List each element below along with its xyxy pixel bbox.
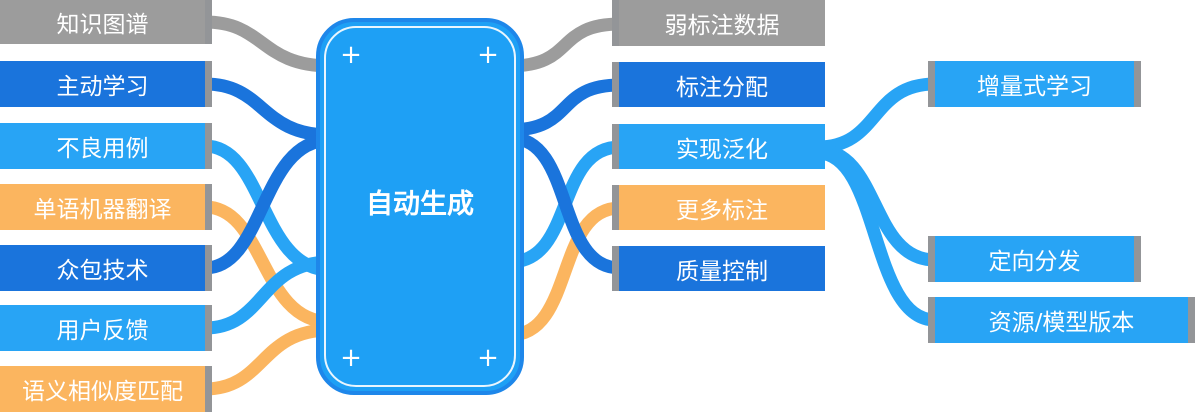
node-label: 更多标注 [676,197,768,224]
flow-more-label [509,201,621,342]
node-label: 众包技术 [56,258,149,284]
node-generalization: 实现泛化 [612,124,825,169]
plus-icon-top-left: + [340,40,362,70]
node-semantic-similarity: 语义相似度匹配 [0,366,212,412]
node-targeted-distribution: 定向分发 [928,236,1141,282]
node-knowledge-graph: 知识图谱 [0,0,212,44]
flow-user-feedback [204,255,331,335]
node-label: 不良用例 [56,136,149,162]
flow-crowdsourcing [204,133,331,275]
flow-knowledge-graph [204,15,331,73]
flow-weak-label [509,17,621,73]
node-label: 弱标注数据 [664,13,780,39]
plus-icon-bottom-left: + [340,343,362,373]
node-label: 实现泛化 [676,136,768,163]
node-crowdsourcing: 众包技术 [0,245,212,291]
plus-icon-top-right: + [477,40,499,70]
center-node: 自动生成 [316,18,524,395]
node-label: 质量控制 [676,258,768,285]
flow-assign [509,78,621,137]
node-label: 主动学习 [56,74,149,100]
node-incremental-learning: 增量式学习 [928,61,1141,107]
center-label: 自动生成 [366,189,474,220]
node-more-labels: 更多标注 [612,185,825,230]
node-label: 定向分发 [988,249,1081,275]
node-label: 增量式学习 [977,74,1092,100]
node-bad-cases: 不良用例 [0,123,212,169]
flow-active-learning [204,77,331,142]
node-label-assignment: 标注分配 [612,62,825,107]
flow-mt [204,200,331,329]
node-label: 资源/模型版本 [988,310,1135,336]
node-label: 用户反馈 [56,318,149,344]
node-label: 语义相似度匹配 [22,379,183,405]
plus-icon-bottom-right: + [477,343,499,373]
flow-semantic-match [204,323,331,396]
node-label: 单语机器翻译 [33,197,172,223]
flow-incremental [817,77,936,154]
node-label: 知识图谱 [56,12,149,38]
node-quality-control: 质量控制 [612,246,825,291]
flow-version [817,146,936,327]
node-user-feedback: 用户反馈 [0,305,212,351]
node-active-learning: 主动学习 [0,61,212,107]
node-label: 标注分配 [676,74,768,101]
flow-quality [509,131,621,275]
node-weak-label-data: 弱标注数据 [612,0,825,46]
node-monolingual-mt: 单语机器翻译 [0,184,212,230]
node-resource-model-version: 资源/模型版本 [928,297,1195,343]
